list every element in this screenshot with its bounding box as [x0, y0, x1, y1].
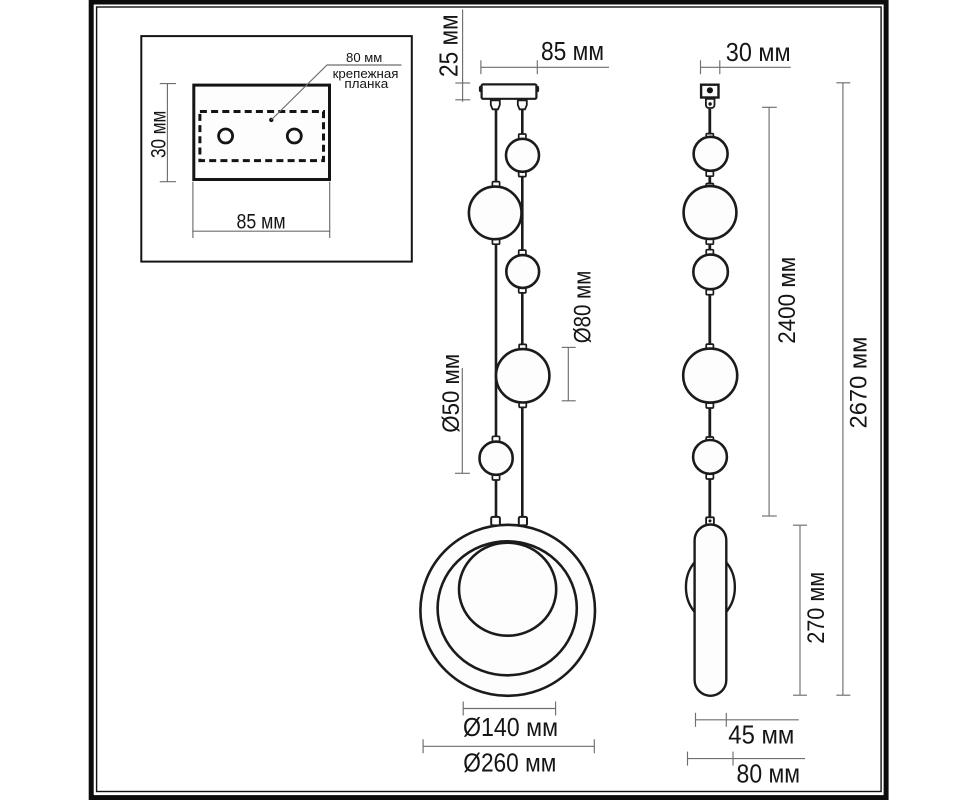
- svg-text:85 мм: 85 мм: [236, 210, 285, 233]
- svg-text:Ø80 мм: Ø80 мм: [570, 271, 597, 344]
- svg-text:2400 мм: 2400 мм: [774, 257, 801, 344]
- svg-text:30 мм: 30 мм: [726, 37, 791, 67]
- svg-text:планка: планка: [344, 76, 389, 91]
- svg-text:25 мм: 25 мм: [435, 14, 463, 77]
- svg-text:45 мм: 45 мм: [728, 720, 794, 750]
- svg-text:Ø50 мм: Ø50 мм: [438, 354, 465, 433]
- svg-text:Ø140 мм: Ø140 мм: [463, 712, 558, 742]
- svg-text:2670 мм: 2670 мм: [845, 337, 872, 429]
- svg-text:30 мм: 30 мм: [147, 111, 171, 158]
- svg-text:270 мм: 270 мм: [803, 572, 830, 644]
- svg-text:Ø260 мм: Ø260 мм: [463, 748, 556, 778]
- svg-text:85 мм: 85 мм: [541, 38, 604, 66]
- svg-text:80 мм: 80 мм: [346, 50, 382, 65]
- svg-text:крепежная: крепежная: [333, 66, 399, 81]
- svg-text:80 мм: 80 мм: [737, 761, 801, 789]
